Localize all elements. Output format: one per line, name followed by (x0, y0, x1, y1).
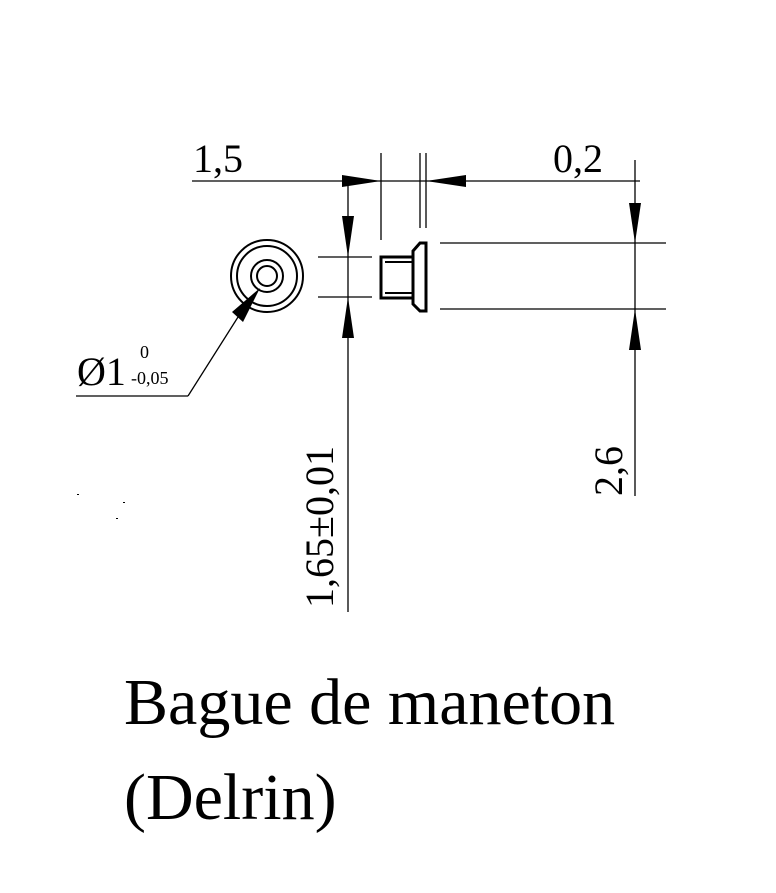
outer-diameter-dimension: 2,6 (440, 160, 666, 496)
stray-dots (77, 494, 125, 519)
arrow-right (342, 175, 381, 187)
part-title: Bague de maneton (124, 666, 615, 739)
arrow-up (629, 309, 641, 350)
top-dimension: 1,5 0,2 (192, 136, 640, 240)
dim-gap: 0,2 (553, 136, 603, 181)
side-view (379, 241, 428, 313)
inner-diameter-dimension: 1,65±0,01 (297, 186, 372, 612)
arrow-down (629, 203, 641, 243)
dim-diameter-upper-tol: 0 (140, 342, 149, 362)
dim-diameter: Ø1 (77, 349, 126, 394)
arrow-down (342, 216, 354, 257)
dim-diameter-lower-tol: -0,05 (131, 368, 169, 388)
arrow-left (426, 175, 466, 187)
dim-inner-diameter: 1,65±0,01 (297, 446, 342, 608)
leader-arrow (232, 288, 260, 322)
dim-outer-diameter: 2,6 (586, 446, 631, 496)
part-material: (Delrin) (124, 761, 337, 834)
end-view: Ø1 0 -0,05 (76, 239, 304, 397)
dim-flange-width: 1,5 (193, 136, 243, 181)
arrow-up (342, 297, 354, 338)
